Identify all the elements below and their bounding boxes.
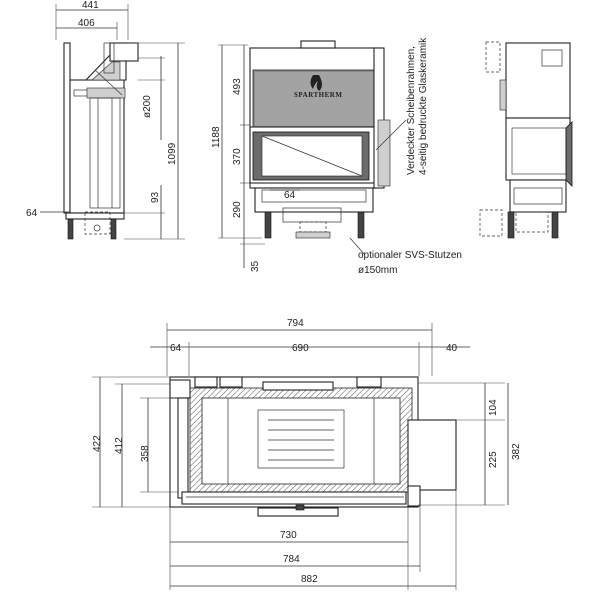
- front-foot-right: [357, 211, 365, 239]
- dim-290: 290: [232, 201, 243, 218]
- annotations: Verdeckter Scheibenrahmen, 4-seitig bedr…: [358, 37, 462, 276]
- dim-730: 730: [280, 530, 297, 541]
- dim-225: 225: [488, 451, 499, 468]
- dim-35: 35: [250, 260, 261, 272]
- dim-40: 40: [446, 343, 458, 354]
- dim-422: 422: [92, 435, 103, 452]
- annotation-svs-1: optionaler SVS-Stutzen: [358, 250, 462, 261]
- side-foot-left: [67, 218, 74, 240]
- dim-412: 412: [114, 437, 125, 454]
- brand-logo: SPARTHERM: [294, 91, 342, 99]
- right-foot-left: [507, 211, 515, 239]
- right-upper-body: [505, 42, 571, 119]
- side-back-wall: [63, 42, 71, 214]
- dim-784: 784: [283, 554, 300, 565]
- side-foot-right: [110, 218, 117, 240]
- side-body: [69, 79, 125, 214]
- dim-104: 104: [488, 399, 499, 416]
- dim-1099: 1099: [167, 142, 178, 165]
- annotation-svs-2: ø150mm: [358, 265, 397, 276]
- plan-firebox: [201, 397, 401, 485]
- front-flue-outlet: [300, 40, 336, 49]
- front-view: 1188 493 370 290 35 SPARTHERM 64: [211, 40, 391, 272]
- dim-382: 382: [511, 443, 522, 460]
- front-foot-left: [264, 211, 272, 239]
- dim-370: 370: [232, 148, 243, 165]
- dim-794: 794: [287, 318, 304, 329]
- right-side-view: [479, 41, 573, 239]
- dim-front-64: 64: [284, 190, 296, 201]
- plan-view: 794 64 690 40: [92, 318, 522, 590]
- dim-493: 493: [232, 78, 243, 95]
- dim-690: 690: [292, 343, 309, 354]
- dim-93: 93: [150, 191, 161, 203]
- dim-441: 441: [82, 0, 99, 11]
- dim-flue-200: ø200: [142, 95, 153, 118]
- side-view: 441 406 ø200 1099: [26, 0, 185, 240]
- annotation-hidden-frames-2: 4-seitig bedruckte Glaskeramik: [418, 37, 429, 175]
- dim-358: 358: [140, 445, 151, 462]
- plan-side-chamber: [407, 419, 457, 491]
- dim-882: 882: [301, 574, 318, 585]
- right-foot-right: [551, 211, 559, 239]
- dim-1188: 1188: [211, 126, 222, 148]
- dim-plan-64: 64: [170, 343, 182, 354]
- dim-side-64: 64: [26, 208, 38, 219]
- dim-406: 406: [78, 18, 95, 29]
- flue-collar: [109, 42, 139, 62]
- annotation-hidden-frames-1: Verdeckter Scheibenrahmen,: [406, 46, 417, 175]
